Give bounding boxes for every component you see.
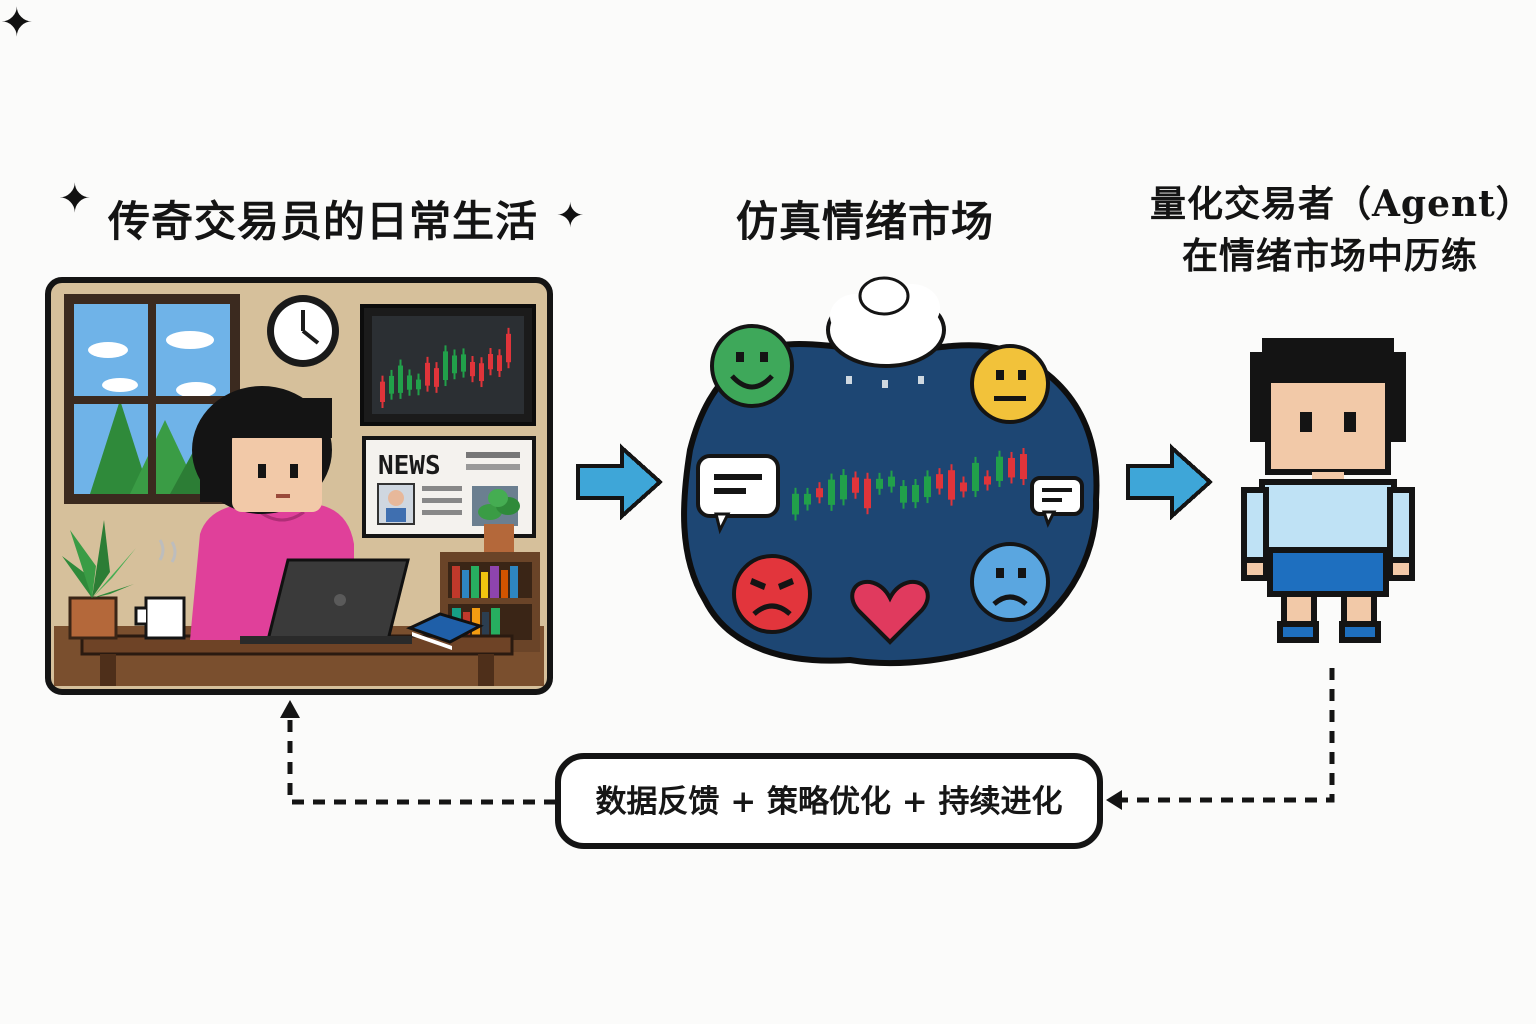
stock-chart-monitor — [360, 304, 536, 426]
chat-bubble-icon — [696, 454, 780, 535]
heart-icon — [850, 579, 930, 645]
laptop-icon — [240, 558, 412, 644]
decorative-candle-body — [1020, 454, 1027, 480]
happy-face-icon — [710, 324, 794, 408]
arrow-right-icon — [1126, 443, 1213, 521]
newspaper: NEWS — [362, 436, 536, 538]
feedback-label: 数据反馈 + 策略优化 + 持续进化 — [595, 784, 1063, 820]
quant-agent-figure — [1241, 338, 1415, 643]
feedback-box — [555, 753, 1103, 849]
decorative-candle-body — [434, 368, 439, 387]
decorative-candle-body — [488, 354, 493, 370]
decorative-candle-body — [828, 479, 835, 505]
decorative-candle-body — [888, 476, 895, 487]
mug-icon — [134, 539, 186, 640]
decorative-candle-body — [804, 493, 811, 505]
decorative-candle-body — [792, 493, 799, 515]
neutral-face-icon — [970, 344, 1050, 424]
decorative-candle-body — [900, 486, 907, 503]
decorative-candle-body — [425, 362, 430, 386]
dashed-arrow-icon — [1106, 790, 1122, 810]
decorative-candle-body — [1008, 457, 1015, 478]
decorative-candle-body — [984, 476, 991, 485]
decorative-candle-body — [852, 477, 859, 493]
sparkle-icon: ✦ — [556, 196, 585, 236]
decorative-candle-body — [960, 482, 967, 492]
decorative-candle-body — [876, 478, 883, 489]
dashed-arrow-icon — [280, 700, 300, 718]
sparkle-icon: ✦ — [58, 176, 92, 222]
cloud-icon — [826, 276, 946, 388]
plant-icon — [478, 489, 520, 552]
decorative-candle-body — [461, 354, 466, 372]
decorative-candle-body — [407, 375, 412, 390]
decorative-candle-body — [816, 488, 823, 498]
title-quant-agent: 量化交易者（Agent） 在情绪市场中历练 — [1150, 178, 1533, 282]
decorative-candle-body — [398, 365, 403, 393]
sparkle-icon: ✦ — [0, 0, 34, 46]
book-icon — [406, 612, 484, 650]
decorative-candle-body — [840, 475, 847, 500]
feedback-loop-path — [280, 668, 1335, 849]
decorative-candle-body — [924, 476, 931, 498]
title-simulated-market: 仿真情绪市场 — [736, 197, 995, 246]
trader-room-panel: NEWS — [45, 277, 553, 695]
decorative-candle-body — [389, 375, 394, 394]
decorative-candle-body — [948, 470, 955, 500]
chat-bubble-icon — [1030, 476, 1084, 528]
decorative-candle-body — [380, 381, 385, 402]
window — [64, 294, 240, 504]
decorative-candle-body — [864, 478, 871, 509]
arrow-right-icon — [576, 443, 663, 521]
decorative-candle-body — [452, 355, 457, 374]
decorative-candle-body — [912, 484, 919, 503]
decorative-candle-body — [479, 363, 484, 382]
decorative-candle-body — [936, 474, 943, 489]
decorative-candle-body — [506, 333, 511, 363]
decorative-candle-body — [972, 462, 979, 492]
title-quant-agent-line1: 量化交易者（Agent） — [1150, 183, 1533, 225]
title-quant-agent-line2: 在情绪市场中历练 — [1181, 235, 1478, 277]
decorative-candle-body — [996, 456, 1003, 481]
news-label: NEWS — [378, 451, 441, 481]
decorative-candle-body — [416, 379, 421, 390]
decorative-candle-body — [470, 362, 475, 377]
sad-face-icon — [970, 542, 1050, 622]
decorative-candle-body — [497, 355, 502, 371]
decorative-candle-body — [443, 351, 448, 381]
plant-icon — [62, 520, 136, 640]
angry-face-icon — [732, 554, 812, 634]
title-trader-daily-life: 传奇交易员的日常生活 — [108, 197, 539, 246]
trader-person — [190, 386, 354, 640]
clock-icon — [267, 295, 339, 367]
